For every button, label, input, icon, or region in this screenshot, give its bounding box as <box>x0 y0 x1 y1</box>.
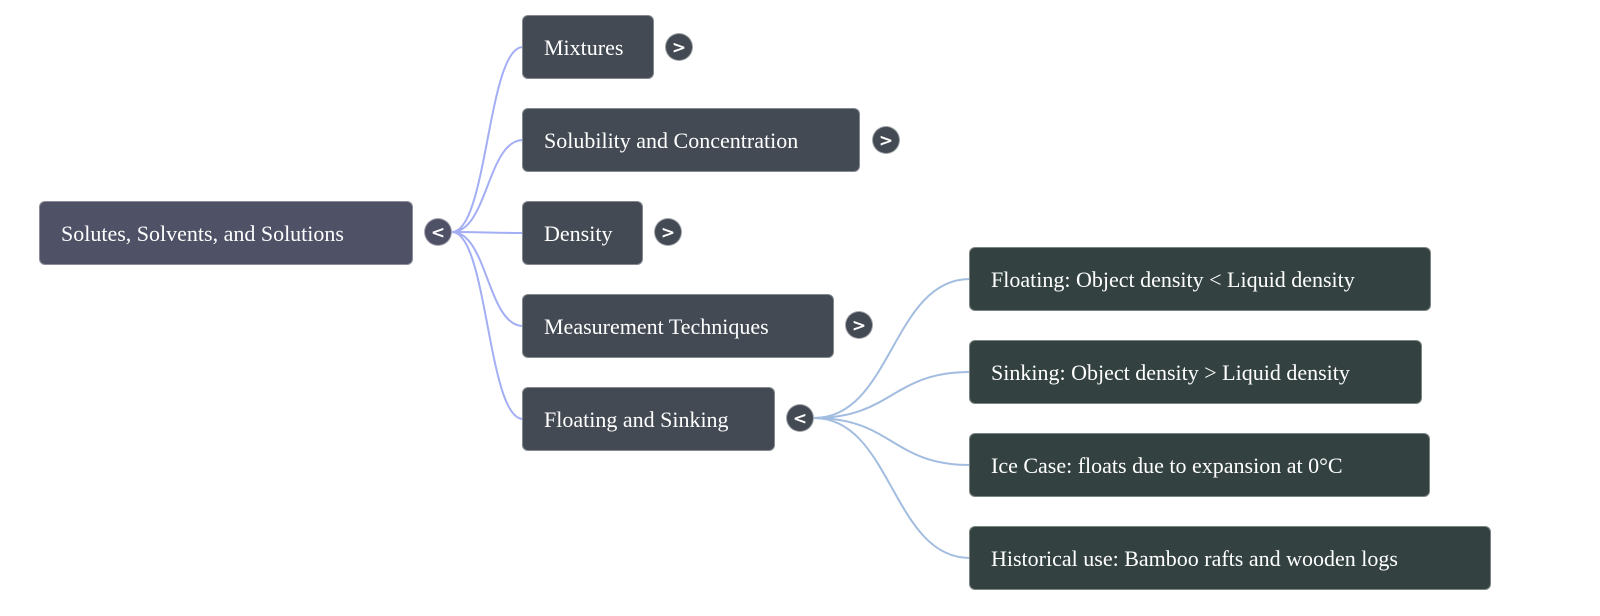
connector-line <box>451 231 524 420</box>
connector-line <box>451 231 524 234</box>
expand-density-button[interactable]: > <box>654 218 682 246</box>
chevron-right-icon: > <box>878 131 894 151</box>
connector-line <box>813 371 971 419</box>
node-label: Floating and Sinking <box>544 407 729 432</box>
node-ice-case[interactable]: Ice Case: floats due to expansion at 0°C <box>969 433 1430 497</box>
node-label: Density <box>544 221 613 246</box>
chevron-right-icon: > <box>671 38 687 58</box>
expand-measurement-techniques-button[interactable]: > <box>845 311 873 339</box>
connector-line <box>451 231 524 327</box>
node-label: Solubility and Concentration <box>544 128 799 153</box>
node-floating-rule[interactable]: Floating: Object density < Liquid densit… <box>969 247 1431 311</box>
connector-line <box>451 139 524 233</box>
node-label: Mixtures <box>544 35 624 60</box>
node-label: Measurement Techniques <box>544 314 769 339</box>
floating-sinking-connectors <box>813 278 971 559</box>
node-mixtures[interactable]: Mixtures <box>522 15 654 79</box>
node-label: Floating: Object density < Liquid densit… <box>991 267 1355 292</box>
root-node[interactable]: Solutes, Solvents, and Solutions <box>39 201 413 265</box>
collapse-root-button[interactable]: < <box>424 218 452 246</box>
chevron-left-icon: < <box>430 223 446 243</box>
connector-line <box>813 417 971 466</box>
collapse-floating-and-sinking-button[interactable]: < <box>786 404 814 432</box>
node-measurement-techniques[interactable]: Measurement Techniques <box>522 294 834 358</box>
chevron-right-icon: > <box>660 223 676 243</box>
node-label: Ice Case: floats due to expansion at 0°C <box>991 453 1343 478</box>
node-floating-and-sinking[interactable]: Floating and Sinking <box>522 387 775 451</box>
chevron-left-icon: < <box>792 409 808 429</box>
node-historical-use[interactable]: Historical use: Bamboo rafts and wooden … <box>969 526 1491 590</box>
expand-mixtures-button[interactable]: > <box>665 33 693 61</box>
connector-line <box>451 46 524 233</box>
root-connectors <box>451 46 524 420</box>
connector-line <box>813 278 971 419</box>
connector-line <box>813 417 971 559</box>
node-solubility-and-concentration[interactable]: Solubility and Concentration <box>522 108 860 172</box>
chevron-right-icon: > <box>851 316 867 336</box>
node-sinking-rule[interactable]: Sinking: Object density > Liquid density <box>969 340 1422 404</box>
node-label: Sinking: Object density > Liquid density <box>991 360 1350 385</box>
node-label: Historical use: Bamboo rafts and wooden … <box>991 546 1398 571</box>
expand-solubility-button[interactable]: > <box>872 126 900 154</box>
node-density[interactable]: Density <box>522 201 643 265</box>
root-node-label: Solutes, Solvents, and Solutions <box>61 221 344 246</box>
